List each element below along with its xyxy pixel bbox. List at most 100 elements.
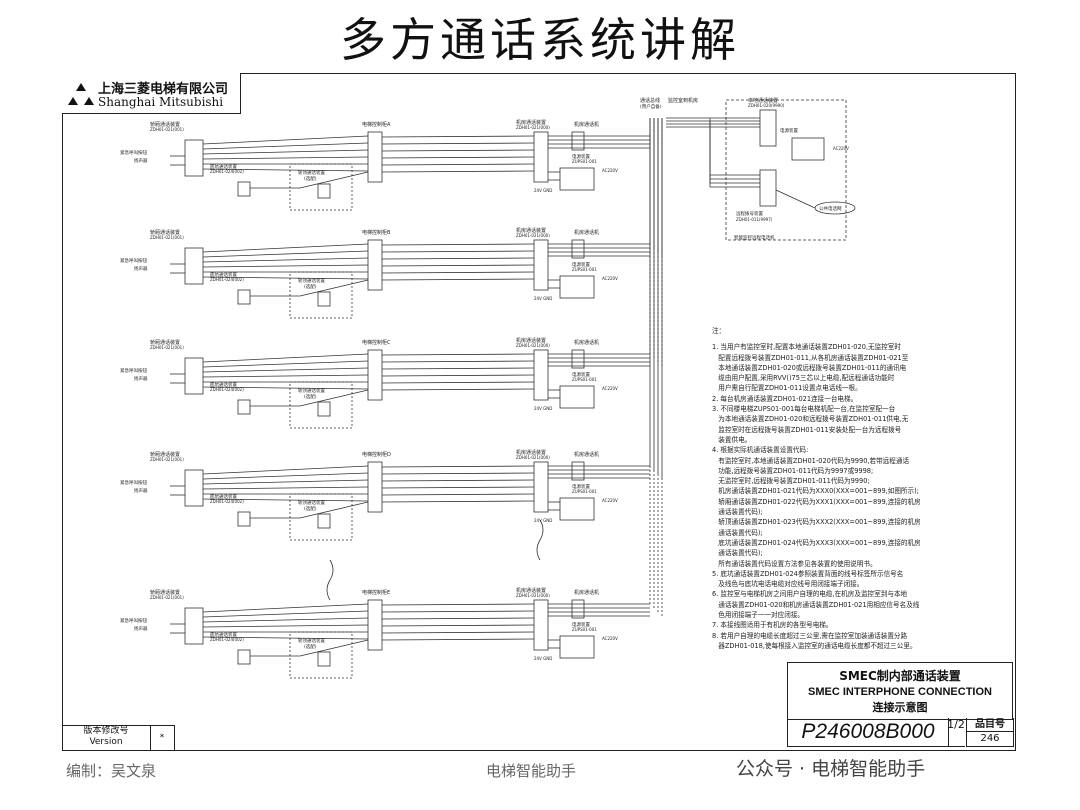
- roof-unit-inner: [317, 291, 331, 307]
- wire: [202, 624, 369, 628]
- wire: [202, 498, 369, 502]
- watermark: 公众号 · 电梯智能助手: [736, 758, 926, 780]
- power-unit-box: [559, 385, 595, 409]
- pit-unit-model: ZDH01-024(002): [210, 169, 244, 174]
- roof-unit-inner: [317, 401, 331, 417]
- roof-unit-box: [289, 493, 353, 541]
- wire: [381, 367, 535, 370]
- roof-unit-box: [289, 271, 353, 319]
- shaft-sub: (用户自备): [640, 103, 662, 110]
- ac-label: AC220V: [602, 386, 618, 391]
- power-unit-model: ZUPS01-001: [572, 267, 597, 272]
- wire: [381, 250, 535, 253]
- remote-unit-model: ZDH01-011(9997): [736, 217, 773, 222]
- roof-unit-label: 轿顶通话装置: [298, 387, 325, 394]
- power-unit-model: ZUPS01-001: [572, 489, 597, 494]
- wire: [381, 631, 535, 634]
- machine-phone-label: 机房通话机: [574, 229, 599, 236]
- emergency-button-label: 紧急呼叫按钮: [120, 479, 147, 486]
- wire: [202, 465, 369, 475]
- ac-label: AC220V: [602, 276, 618, 281]
- machine-unit-box: [533, 349, 549, 401]
- note-1: 1. 当用户有监控室时,配置本地通话装置ZDH01-020,无监控室时 配置远程…: [712, 343, 909, 393]
- footer-author: 编制：吴文泉: [66, 762, 157, 780]
- power-terminals: 24V GND: [534, 406, 552, 411]
- wire: [202, 374, 369, 378]
- car-unit-label: 轿厢通话装置: [150, 121, 180, 128]
- car-unit-box: [184, 139, 204, 177]
- ac-label: AC220V: [602, 636, 618, 641]
- wire: [299, 639, 369, 657]
- speaker-label: 扬声器: [134, 265, 148, 272]
- wire: [202, 135, 369, 145]
- machine-unit-model: ZDH01-021(000): [516, 593, 550, 598]
- car-unit-box: [184, 607, 204, 645]
- ac-label: AC220V: [602, 168, 618, 173]
- cabinet-terminal-box: [367, 131, 383, 183]
- version-box: 版本修改号 Version: [62, 725, 151, 750]
- wire: [381, 353, 535, 356]
- wire: [381, 264, 535, 267]
- logo-en: Shanghai Mitsubishi: [98, 95, 224, 109]
- cabinet-terminal-box: [367, 461, 383, 513]
- wire: [381, 381, 535, 384]
- wire: [381, 493, 535, 496]
- pit-unit-label: 底坑通话装置: [210, 381, 237, 388]
- wire: [202, 142, 369, 150]
- power-unit-model: ZUPS01-001: [572, 627, 597, 632]
- roof-unit-inner: [317, 183, 331, 199]
- sheet-number: 1/2: [947, 718, 965, 747]
- power-terminals: 24V GND: [534, 656, 552, 661]
- roof-unit-box: [289, 163, 353, 211]
- notes-head: 注：: [712, 327, 726, 335]
- machine-unit-label: 机房通话装置: [516, 587, 546, 594]
- car-unit-box: [184, 357, 204, 395]
- slide-title: 多方通话系统讲解: [340, 13, 740, 67]
- public-line-label: 公共电话网: [819, 205, 842, 212]
- wire: [299, 171, 369, 189]
- car-unit-model: ZDH01-021(001): [150, 235, 184, 240]
- cabinet-terminal-box: [367, 349, 383, 401]
- local-unit-model: ZDH01-020(9990): [748, 103, 785, 108]
- break-mark: [326, 559, 334, 601]
- logo-cn: 上海三菱电梯有限公司: [98, 82, 229, 97]
- emergency-button-label: 紧急呼叫按钮: [120, 149, 147, 156]
- machine-unit-box: [533, 599, 549, 651]
- monitor-label: 监控室到机房: [668, 97, 698, 104]
- wire: [775, 189, 816, 209]
- machine-unit-box: [533, 239, 549, 291]
- cabinet-label: 电梯控制柜D: [362, 451, 391, 458]
- optional-label: (选配): [304, 505, 317, 512]
- pit-unit-box: [237, 289, 251, 305]
- wire: [381, 278, 535, 281]
- drawing-number: P246008B000: [787, 718, 949, 747]
- machine-phone-label: 机房通话机: [574, 121, 599, 128]
- wire: [202, 360, 369, 368]
- machine-unit-model: ZDH01-021(000): [516, 125, 550, 130]
- power-unit-label: 电源装置: [572, 371, 590, 378]
- optional-label: (选配): [304, 643, 317, 650]
- wire: [381, 142, 535, 145]
- version-en: Version: [89, 737, 123, 747]
- cabinet-label: 电梯控制柜B: [362, 229, 391, 236]
- car-unit-label: 轿厢通话装置: [150, 451, 180, 458]
- roof-unit-inner: [317, 513, 331, 529]
- title-block-line3: 连接示意图: [872, 701, 928, 714]
- pit-unit-model: ZDH01-024(002): [210, 637, 244, 642]
- roof-unit-label: 轿顶通话装置: [298, 169, 325, 176]
- pit-unit-label: 底坑通话装置: [210, 493, 237, 500]
- wire: [381, 500, 535, 503]
- power-unit-label: 电源装置: [572, 483, 590, 490]
- local-unit-box: [759, 109, 777, 147]
- wire: [381, 135, 535, 138]
- pit-unit-label: 底坑通话装置: [210, 271, 237, 278]
- cabinet-label: 电梯控制柜A: [362, 121, 391, 128]
- car-unit-label: 轿厢通话装置: [150, 229, 180, 236]
- wire: [202, 156, 369, 160]
- title-block-line2: SMEC INTERPHONE CONNECTION: [808, 686, 992, 698]
- wire: [202, 168, 369, 172]
- wire: [299, 389, 369, 407]
- power-unit-box: [559, 275, 595, 299]
- wire: [299, 279, 369, 297]
- speaker-label: 扬声器: [134, 375, 148, 382]
